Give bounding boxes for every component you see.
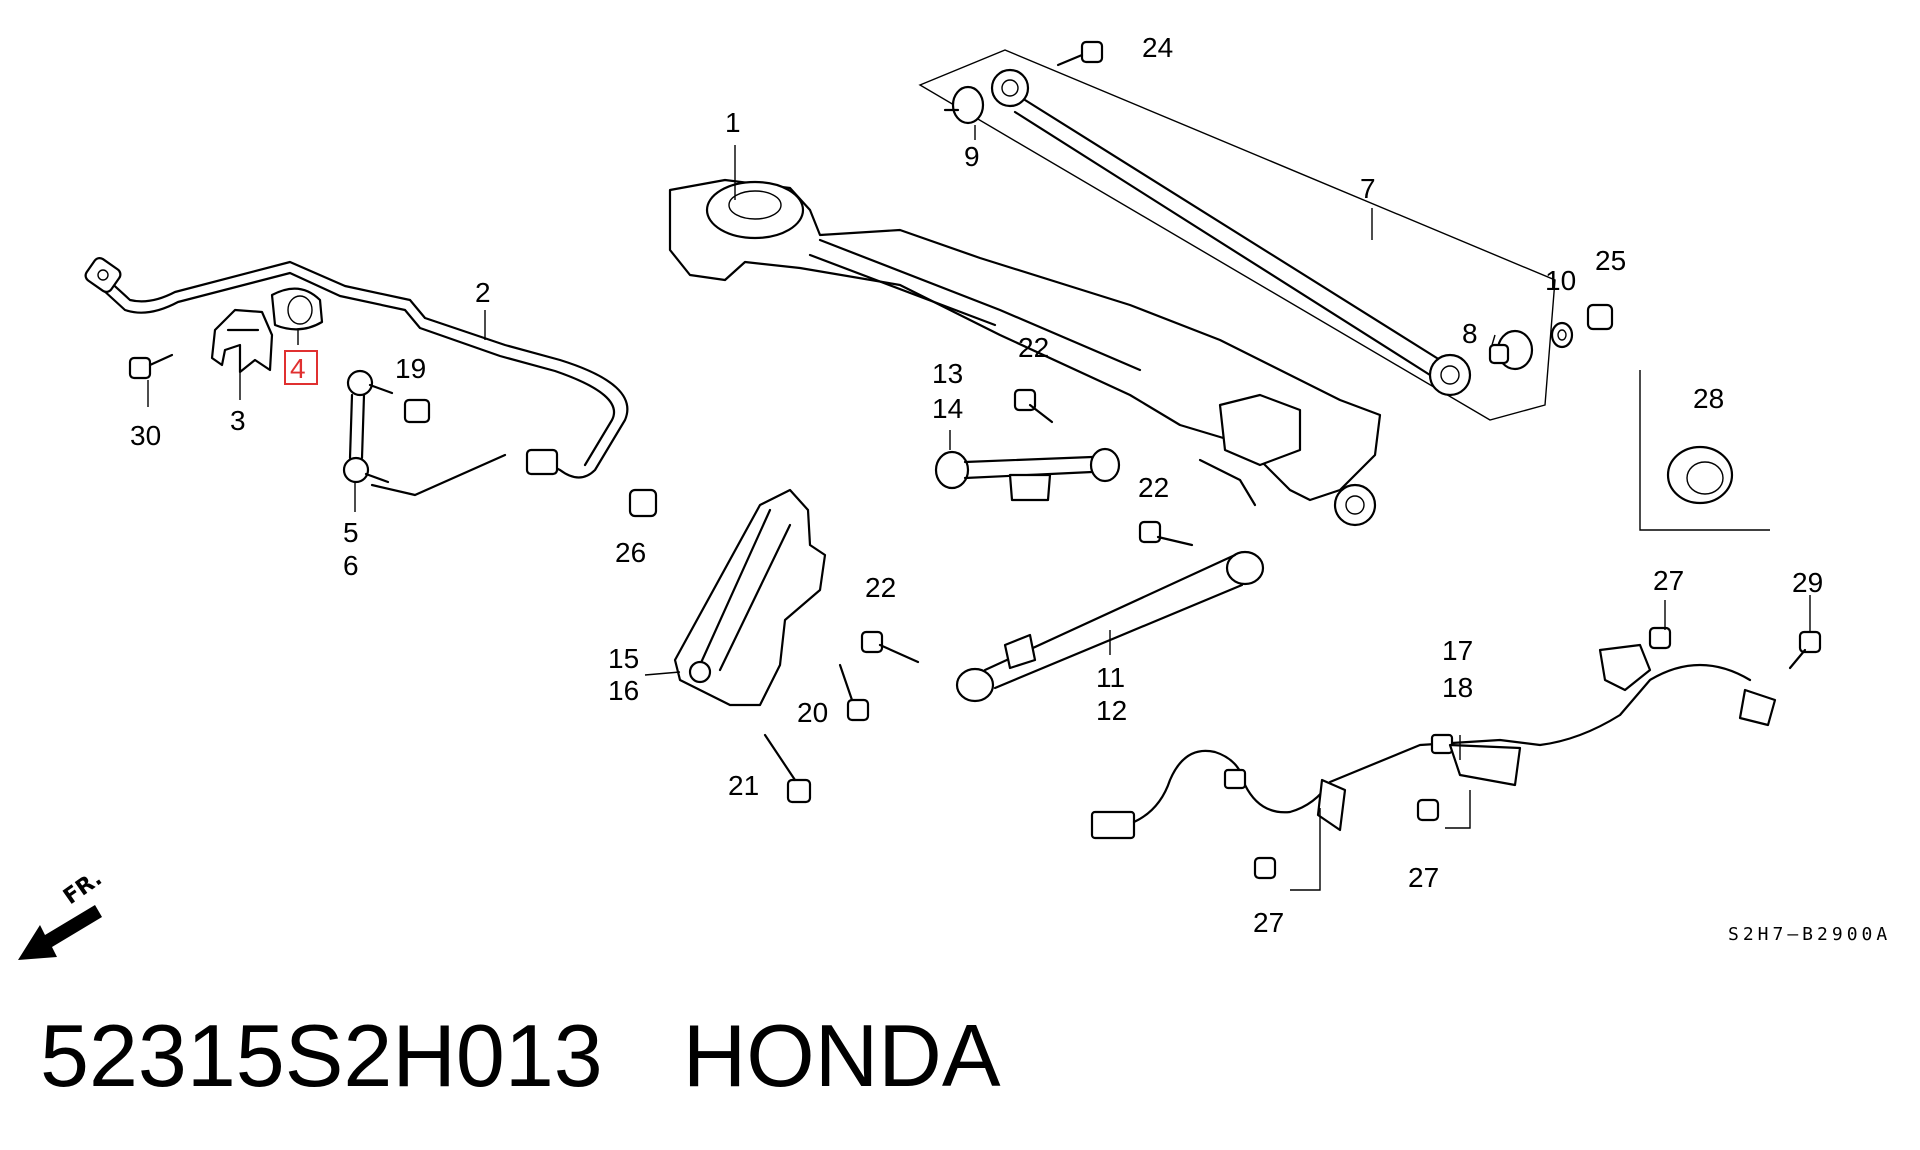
trailing-arm-group-outline xyxy=(918,49,1556,421)
nut-26[interactable] xyxy=(628,488,658,518)
callout-13[interactable]: 13 xyxy=(932,358,963,389)
callout-24[interactable]: 24 xyxy=(1142,32,1173,63)
bolt-29[interactable] xyxy=(1788,630,1822,670)
callout-22-upper[interactable]: 22 xyxy=(1018,332,1049,363)
part-number: 52315S2H013 xyxy=(40,1006,603,1105)
callout-27-b[interactable]: 27 xyxy=(1408,862,1439,893)
callout-28[interactable]: 28 xyxy=(1693,383,1724,414)
bolt-22-upper[interactable] xyxy=(1013,388,1054,424)
bolt-27-a[interactable] xyxy=(1648,626,1672,650)
upper-arm[interactable] xyxy=(934,447,1121,502)
callout-8[interactable]: 8 xyxy=(1462,318,1478,349)
bolt-27-b[interactable] xyxy=(1416,798,1440,822)
bushing-8[interactable] xyxy=(1488,329,1534,371)
callout-21[interactable]: 21 xyxy=(728,770,759,801)
callout-22-bracket[interactable]: 22 xyxy=(865,572,896,603)
bolt-21[interactable] xyxy=(763,733,812,804)
bolt-22-bracket[interactable] xyxy=(860,630,920,664)
drawing-code: S2H7–B2900A xyxy=(1728,924,1891,945)
bolt-22-lower[interactable] xyxy=(1138,520,1194,547)
callout-16[interactable]: 16 xyxy=(608,675,639,706)
seal-28-box xyxy=(1639,370,1770,531)
callout-10[interactable]: 10 xyxy=(1545,265,1576,296)
callout-1[interactable]: 1 xyxy=(725,107,741,138)
bushing-holder[interactable] xyxy=(210,308,274,374)
stabilizer-link[interactable] xyxy=(342,369,507,497)
nut-25[interactable] xyxy=(1586,303,1614,331)
bolt-27-c[interactable] xyxy=(1253,856,1277,880)
leader-lines xyxy=(147,125,1811,891)
washer-10[interactable] xyxy=(1550,321,1574,349)
callout-15[interactable]: 15 xyxy=(608,643,639,674)
callout-2[interactable]: 2 xyxy=(475,277,491,308)
callout-17[interactable]: 17 xyxy=(1442,635,1473,666)
callout-25[interactable]: 25 xyxy=(1595,245,1626,276)
callout-11[interactable]: 11 xyxy=(1096,662,1125,693)
stabilizer-bushing[interactable] xyxy=(270,287,324,331)
callout-5[interactable]: 5 xyxy=(343,517,359,548)
trailing-arm[interactable] xyxy=(990,68,1472,397)
front-label: FR. xyxy=(59,866,107,910)
callout-26[interactable]: 26 xyxy=(615,537,646,568)
callout-4[interactable]: 4 xyxy=(290,353,306,384)
stabilizer-bar[interactable] xyxy=(83,256,629,479)
callout-18[interactable]: 18 xyxy=(1442,672,1473,703)
callout-29[interactable]: 29 xyxy=(1792,567,1823,598)
callout-22-lower[interactable]: 22 xyxy=(1138,472,1169,503)
bushing-9[interactable] xyxy=(943,85,985,125)
highlight-box xyxy=(284,350,318,385)
bracket[interactable] xyxy=(673,488,827,707)
callout-labels: 1 2 3 4 5 6 7 8 9 10 11 12 13 14 15 16 1… xyxy=(130,32,1823,938)
callout-9[interactable]: 9 xyxy=(964,141,980,172)
callout-27-a[interactable]: 27 xyxy=(1653,565,1684,596)
parts-diagram: 1 2 3 4 5 6 7 8 9 10 11 12 13 14 15 16 1… xyxy=(18,32,1891,960)
callout-20[interactable]: 20 xyxy=(797,697,828,728)
bolt-30[interactable] xyxy=(128,353,174,380)
callout-14[interactable]: 14 xyxy=(932,393,963,424)
front-arrow-icon xyxy=(18,905,102,960)
front-direction-indicator: FR. xyxy=(18,866,107,960)
oil-seal[interactable] xyxy=(1666,445,1734,505)
callout-12[interactable]: 12 xyxy=(1096,695,1127,726)
part-caption: 52315S2H013 HONDA xyxy=(40,1005,1001,1107)
callout-3[interactable]: 3 xyxy=(230,405,246,436)
nut-19[interactable] xyxy=(403,398,431,424)
callout-6[interactable]: 6 xyxy=(343,550,359,581)
callout-7[interactable]: 7 xyxy=(1360,173,1376,204)
callout-30[interactable]: 30 xyxy=(130,420,161,451)
callout-27-c[interactable]: 27 xyxy=(1253,907,1284,938)
callout-19[interactable]: 19 xyxy=(395,353,426,384)
bolt-20[interactable] xyxy=(838,663,870,722)
abs-sensor-harness[interactable] xyxy=(1090,643,1777,840)
rear-subframe[interactable] xyxy=(668,178,1382,527)
brand-name: HONDA xyxy=(682,1006,1001,1105)
lower-arm[interactable] xyxy=(955,550,1265,703)
bolt-24[interactable] xyxy=(1056,40,1104,67)
